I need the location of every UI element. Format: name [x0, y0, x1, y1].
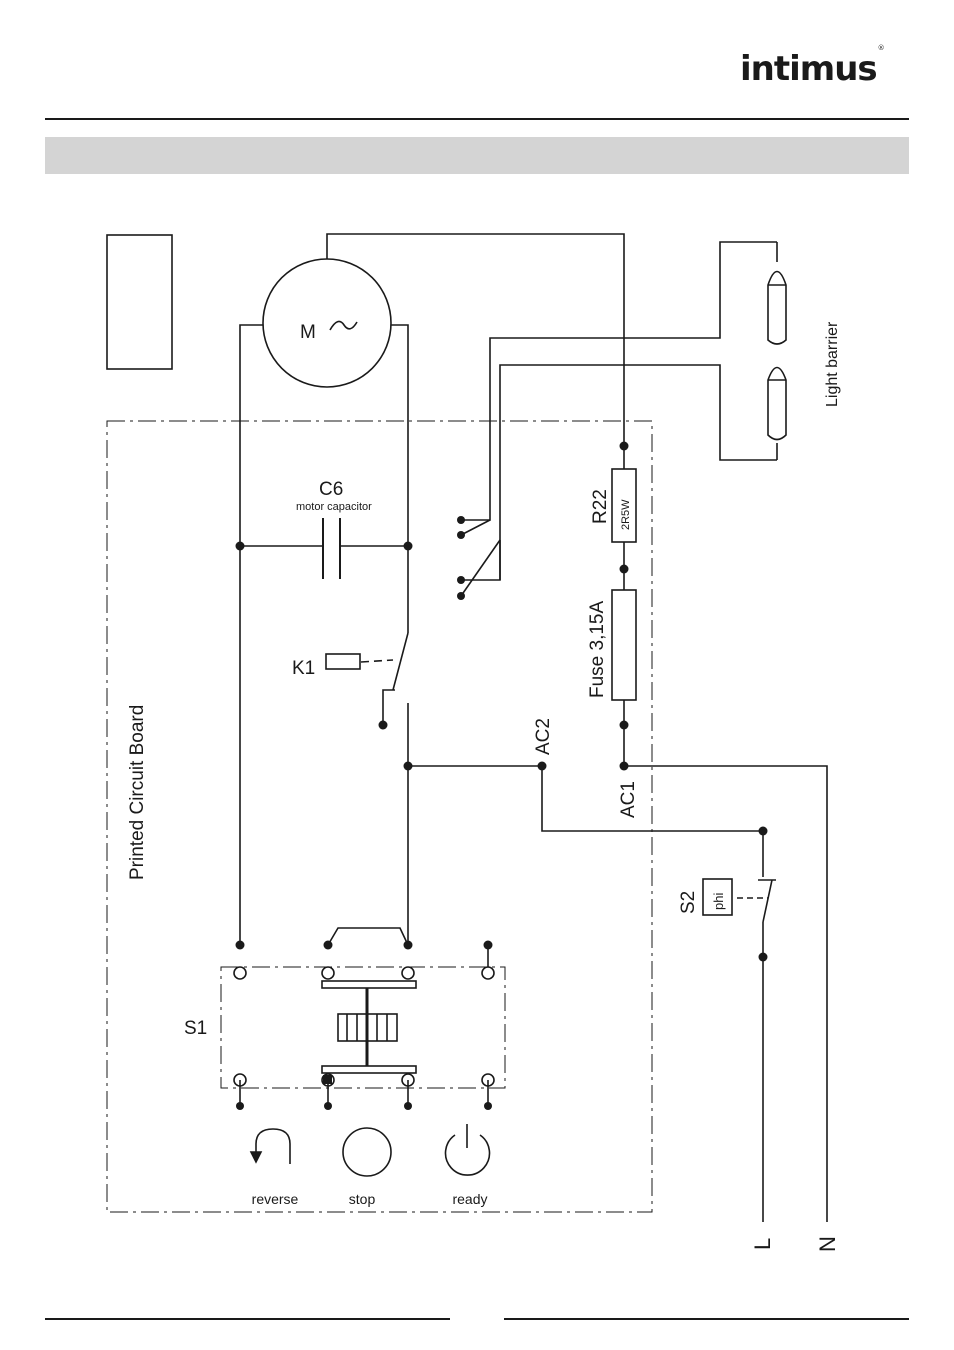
switch-s2-label: S2 — [678, 891, 699, 914]
relay-contact — [393, 633, 408, 690]
resistor-value: 2R5W — [620, 499, 632, 530]
switch-s1-boundary — [221, 967, 505, 1088]
capacitor-label: C6 — [319, 479, 343, 500]
wire-motor-top — [327, 234, 624, 446]
footer-rule-left — [45, 1318, 450, 1320]
footer-rule-right — [504, 1318, 909, 1320]
wire-light-barrier-b — [461, 365, 777, 580]
stop-circle-icon — [343, 1128, 391, 1176]
switch-s2-contact — [763, 880, 772, 922]
motor-label: M — [300, 322, 316, 343]
wire-motor-left — [240, 325, 263, 945]
button-ready-label: ready — [452, 1191, 487, 1207]
relay-coil — [326, 654, 360, 669]
blank-label-box — [107, 235, 172, 369]
wire-motor-right — [391, 325, 408, 633]
capacitor-note: motor capacitor — [296, 501, 372, 513]
button-stop-label: stop — [349, 1191, 376, 1207]
motor-tilde — [330, 321, 357, 330]
fuse — [612, 590, 636, 700]
light-barrier-receiver — [768, 368, 786, 440]
light-barrier-emitter — [768, 272, 786, 345]
relay-label: K1 — [292, 658, 315, 679]
node-ac1-label: AC1 — [618, 781, 639, 818]
switch-s1-bar-bottom — [322, 1066, 416, 1073]
fuse-label: Fuse 3,15A — [587, 601, 608, 698]
motor-symbol — [263, 259, 391, 387]
mains-live-label: L — [750, 1238, 775, 1250]
switch-s2-box-text: phi — [711, 893, 726, 910]
mains-neutral-label: N — [815, 1236, 840, 1252]
light-barrier-label: Light barrier — [824, 321, 841, 407]
reverse-arrow-icon — [256, 1129, 290, 1164]
switch-s1-label: S1 — [184, 1018, 207, 1039]
switch-s1-bar-top — [322, 981, 416, 988]
pcb-label: Printed Circuit Board — [127, 705, 148, 880]
button-reverse-label: reverse — [252, 1191, 299, 1207]
pcb-boundary — [107, 421, 652, 1212]
wire-light-barrier-a — [461, 242, 777, 520]
resistor-label: R22 — [590, 489, 611, 524]
node-ac2-label: AC2 — [533, 718, 554, 755]
junction-dots — [236, 442, 768, 1111]
wire-neutral — [624, 766, 827, 1222]
